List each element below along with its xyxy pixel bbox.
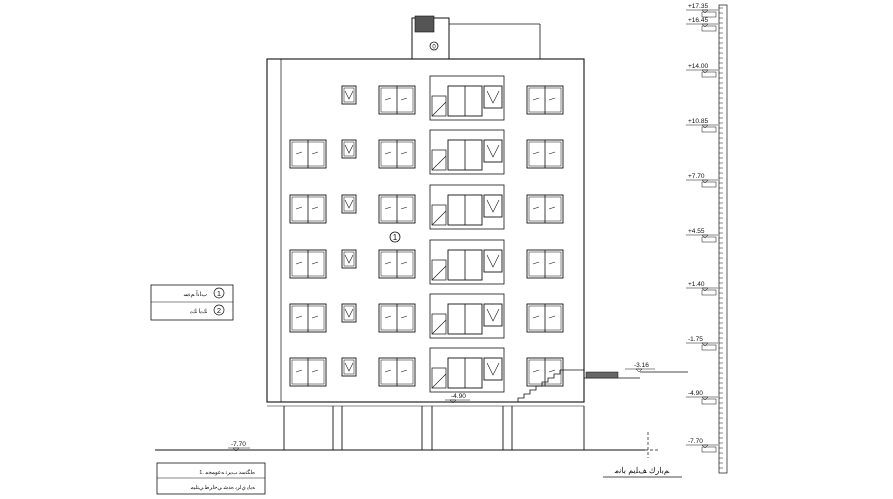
notes-line1: ﻩﺎﮕﺘﺳﺩ ﺐﻳﺮﺗ ﻪﻋﻮﻤﺠﻣ .1 — [199, 468, 255, 476]
window-right-floor-2 — [526, 139, 564, 169]
window-center-floor-4 — [378, 249, 416, 279]
level-label: +1.40 — [688, 281, 705, 288]
window-right-floor-1 — [526, 85, 564, 115]
small-window-floor-4 — [341, 249, 357, 269]
level-marker: +16.45 — [686, 17, 718, 32]
level-label: +14.00 — [688, 63, 708, 70]
notes-box: ﻩﺎﮕﺘﺳﺩ ﺐﻳﺮﺗ ﻪﻋﻮﻤﺠﻣ .1 ﻪﻳﺎﭘ ﻱﺍﺮﺑ ﻩﺪﺷ ﻲﺣﺍﺮ… — [156, 462, 266, 495]
roof-vent-hatch — [414, 15, 435, 33]
level-marker: +17.35 — [686, 3, 718, 18]
level-marker: +14.00 — [686, 63, 718, 78]
hatch-ground — [585, 371, 619, 379]
entrance-stairs — [517, 369, 688, 402]
level-label: +7.70 — [688, 173, 705, 180]
window-left-floor-4 — [289, 249, 327, 279]
balcony-floor-5 — [429, 293, 505, 339]
window-center-floor-1 — [378, 85, 416, 115]
small-window-floor-2 — [341, 139, 357, 159]
small-window-floor-1 — [341, 85, 357, 105]
facade-marker-circle — [389, 231, 401, 243]
window-right-floor-4 — [526, 249, 564, 279]
level-marker: +4.55 — [686, 228, 718, 243]
parking-level-label: -4.90 — [451, 393, 466, 400]
facade-marker: 1 — [393, 233, 398, 242]
level-label: -4.90 — [688, 390, 703, 397]
level-marker: -4.90 — [686, 390, 718, 405]
level-marker: +7.70 — [686, 173, 718, 188]
window-right-floor-5 — [526, 303, 564, 333]
level-label: +16.45 — [688, 17, 708, 24]
stair-tower-marker: 0 — [432, 45, 436, 51]
window-left-floor-2 — [289, 139, 327, 169]
balcony-floor-4 — [429, 239, 505, 285]
level-label: +17.35 — [688, 3, 708, 10]
window-center-floor-3 — [378, 194, 416, 224]
balcony-floor-1 — [429, 75, 505, 121]
balcony-floor-2 — [429, 129, 505, 175]
window-right-floor-6 — [526, 357, 564, 387]
elevation-title: ﻢﺑﺍﺭﻙ ﻒﻠﻳﻢ ﺑﺎﻧﻣ — [614, 466, 670, 475]
legend-row2-text: ﻚﻳﺍ ﻚﻳ — [189, 308, 208, 315]
level-label: +4.55 — [688, 228, 705, 235]
window-left-floor-3 — [289, 194, 327, 224]
level-label: -1.75 — [688, 336, 703, 343]
window-center-floor-5 — [378, 303, 416, 333]
level-label: +10.85 — [688, 118, 708, 125]
level-ruler: +17.35 +16.45 +14.00 +10.85 +7.70 +4.55 +1.40 -… — [686, 3, 728, 474]
notes-line2: ﻪﻳﺎﭘ ﻱﺍﺮﺑ ﻩﺪﺷ ﻲﺣﺍﺮﻃ ﻲﺘﻠﻴﻣ — [190, 484, 256, 491]
legend-row1-text: ﺏﺎﻧﺁ ﻢﻧﺳ — [183, 290, 208, 298]
street-level-annotation: -3.16 — [625, 362, 655, 373]
balcony-floor-3 — [429, 184, 505, 230]
small-window-floor-6 — [341, 357, 357, 377]
level-marker: -1.75 — [686, 336, 718, 351]
small-window-floor-5 — [341, 303, 357, 323]
parking-level-annotation: -4.90 — [445, 393, 470, 404]
level-label: -7.70 — [688, 438, 703, 445]
window-left-floor-5 — [289, 303, 327, 333]
street-level-label: -3.16 — [634, 362, 649, 369]
window-center-floor-2 — [378, 139, 416, 169]
window-center-floor-6 — [378, 357, 416, 387]
windows — [289, 75, 564, 393]
window-left-floor-6 — [289, 357, 327, 387]
window-right-floor-3 — [526, 194, 564, 224]
ground-level-label: -7.70 — [231, 441, 246, 448]
stair-tower: 0 — [411, 15, 541, 60]
stair-tower-marker-circle — [429, 41, 439, 51]
legend-row1-marker: 1 — [217, 289, 221, 298]
elevation-title-block: ﻢﺑﺍﺭﻙ ﻒﻠﻳﻢ ﺑﺎﻧﻣ — [603, 466, 682, 478]
legend-box: ﺏﺎﻧﺁ ﻢﻧﺳ 1 ﻚﻳﺍ ﻚﻳ 2 — [150, 284, 234, 321]
building-facade: 1 — [266, 58, 585, 450]
level-marker: +1.40 — [686, 281, 718, 296]
legend-row2-marker: 2 — [217, 306, 221, 315]
level-marker: -7.70 — [686, 438, 718, 453]
ground-level-annotation: -7.70 — [228, 441, 250, 452]
level-marker: +10.85 — [686, 118, 718, 133]
balcony-floor-6 — [429, 347, 505, 393]
small-window-floor-3 — [341, 194, 357, 214]
